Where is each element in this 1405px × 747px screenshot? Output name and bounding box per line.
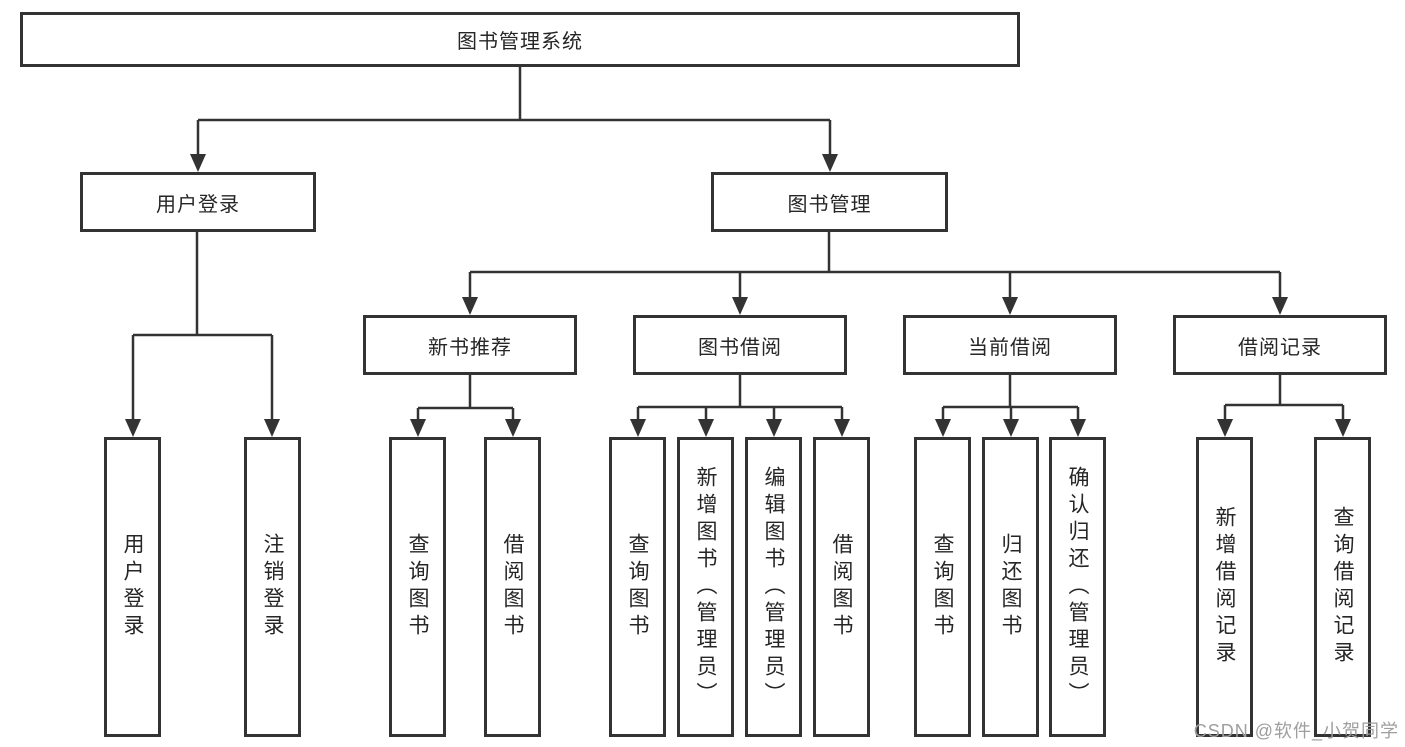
node-leaf-add-borrow-record: 新增借阅记录 — [1196, 437, 1253, 737]
node-book-borrow: 图书借阅 — [633, 315, 847, 375]
leaf-label: 借阅图书 — [501, 533, 524, 641]
leaf-label: 注销登录 — [261, 533, 284, 641]
node-leaf-logout: 注销登录 — [244, 437, 301, 737]
leaf-label: 借阅图书 — [830, 533, 853, 641]
node-leaf-borrow-books-recommend: 借阅图书 — [484, 437, 541, 737]
leaf-label: 查询借阅记录 — [1331, 506, 1354, 668]
node-leaf-add-book-admin: 新增图书（管理员） — [677, 437, 734, 737]
node-leaf-user-login: 用户登录 — [104, 437, 161, 737]
leaf-label: 编辑图书（管理员） — [762, 465, 785, 709]
node-book-management: 图书管理 — [711, 172, 948, 232]
node-leaf-query-books-current: 查询图书 — [914, 437, 971, 737]
node-leaf-borrow-books: 借阅图书 — [813, 437, 870, 737]
leaf-label: 用户登录 — [121, 533, 144, 641]
node-library-system: 图书管理系统 — [20, 12, 1020, 67]
leaf-label: 新增图书（管理员） — [694, 465, 717, 709]
node-leaf-query-books-borrow: 查询图书 — [609, 437, 666, 737]
node-leaf-query-borrow-record: 查询借阅记录 — [1314, 437, 1371, 737]
leaf-label: 归还图书 — [999, 533, 1022, 641]
leaf-label: 新增借阅记录 — [1213, 506, 1236, 668]
leaf-label: 确认归还（管理员） — [1066, 465, 1089, 709]
node-new-book-recommend: 新书推荐 — [363, 315, 577, 375]
arrowheads — [125, 154, 1351, 437]
node-borrow-records: 借阅记录 — [1173, 315, 1387, 375]
watermark: CSDN @软件_小贺同学 — [1193, 721, 1399, 741]
node-user-login: 用户登录 — [80, 172, 316, 232]
leaf-label: 查询图书 — [406, 533, 429, 641]
leaf-label: 查询图书 — [931, 533, 954, 641]
node-leaf-edit-book-admin: 编辑图书（管理员） — [745, 437, 802, 737]
node-leaf-confirm-return-admin: 确认归还（管理员） — [1049, 437, 1106, 737]
node-leaf-query-books-recommend: 查询图书 — [389, 437, 446, 737]
node-leaf-return-book: 归还图书 — [982, 437, 1039, 737]
node-current-borrow: 当前借阅 — [903, 315, 1117, 375]
leaf-label: 查询图书 — [626, 533, 649, 641]
